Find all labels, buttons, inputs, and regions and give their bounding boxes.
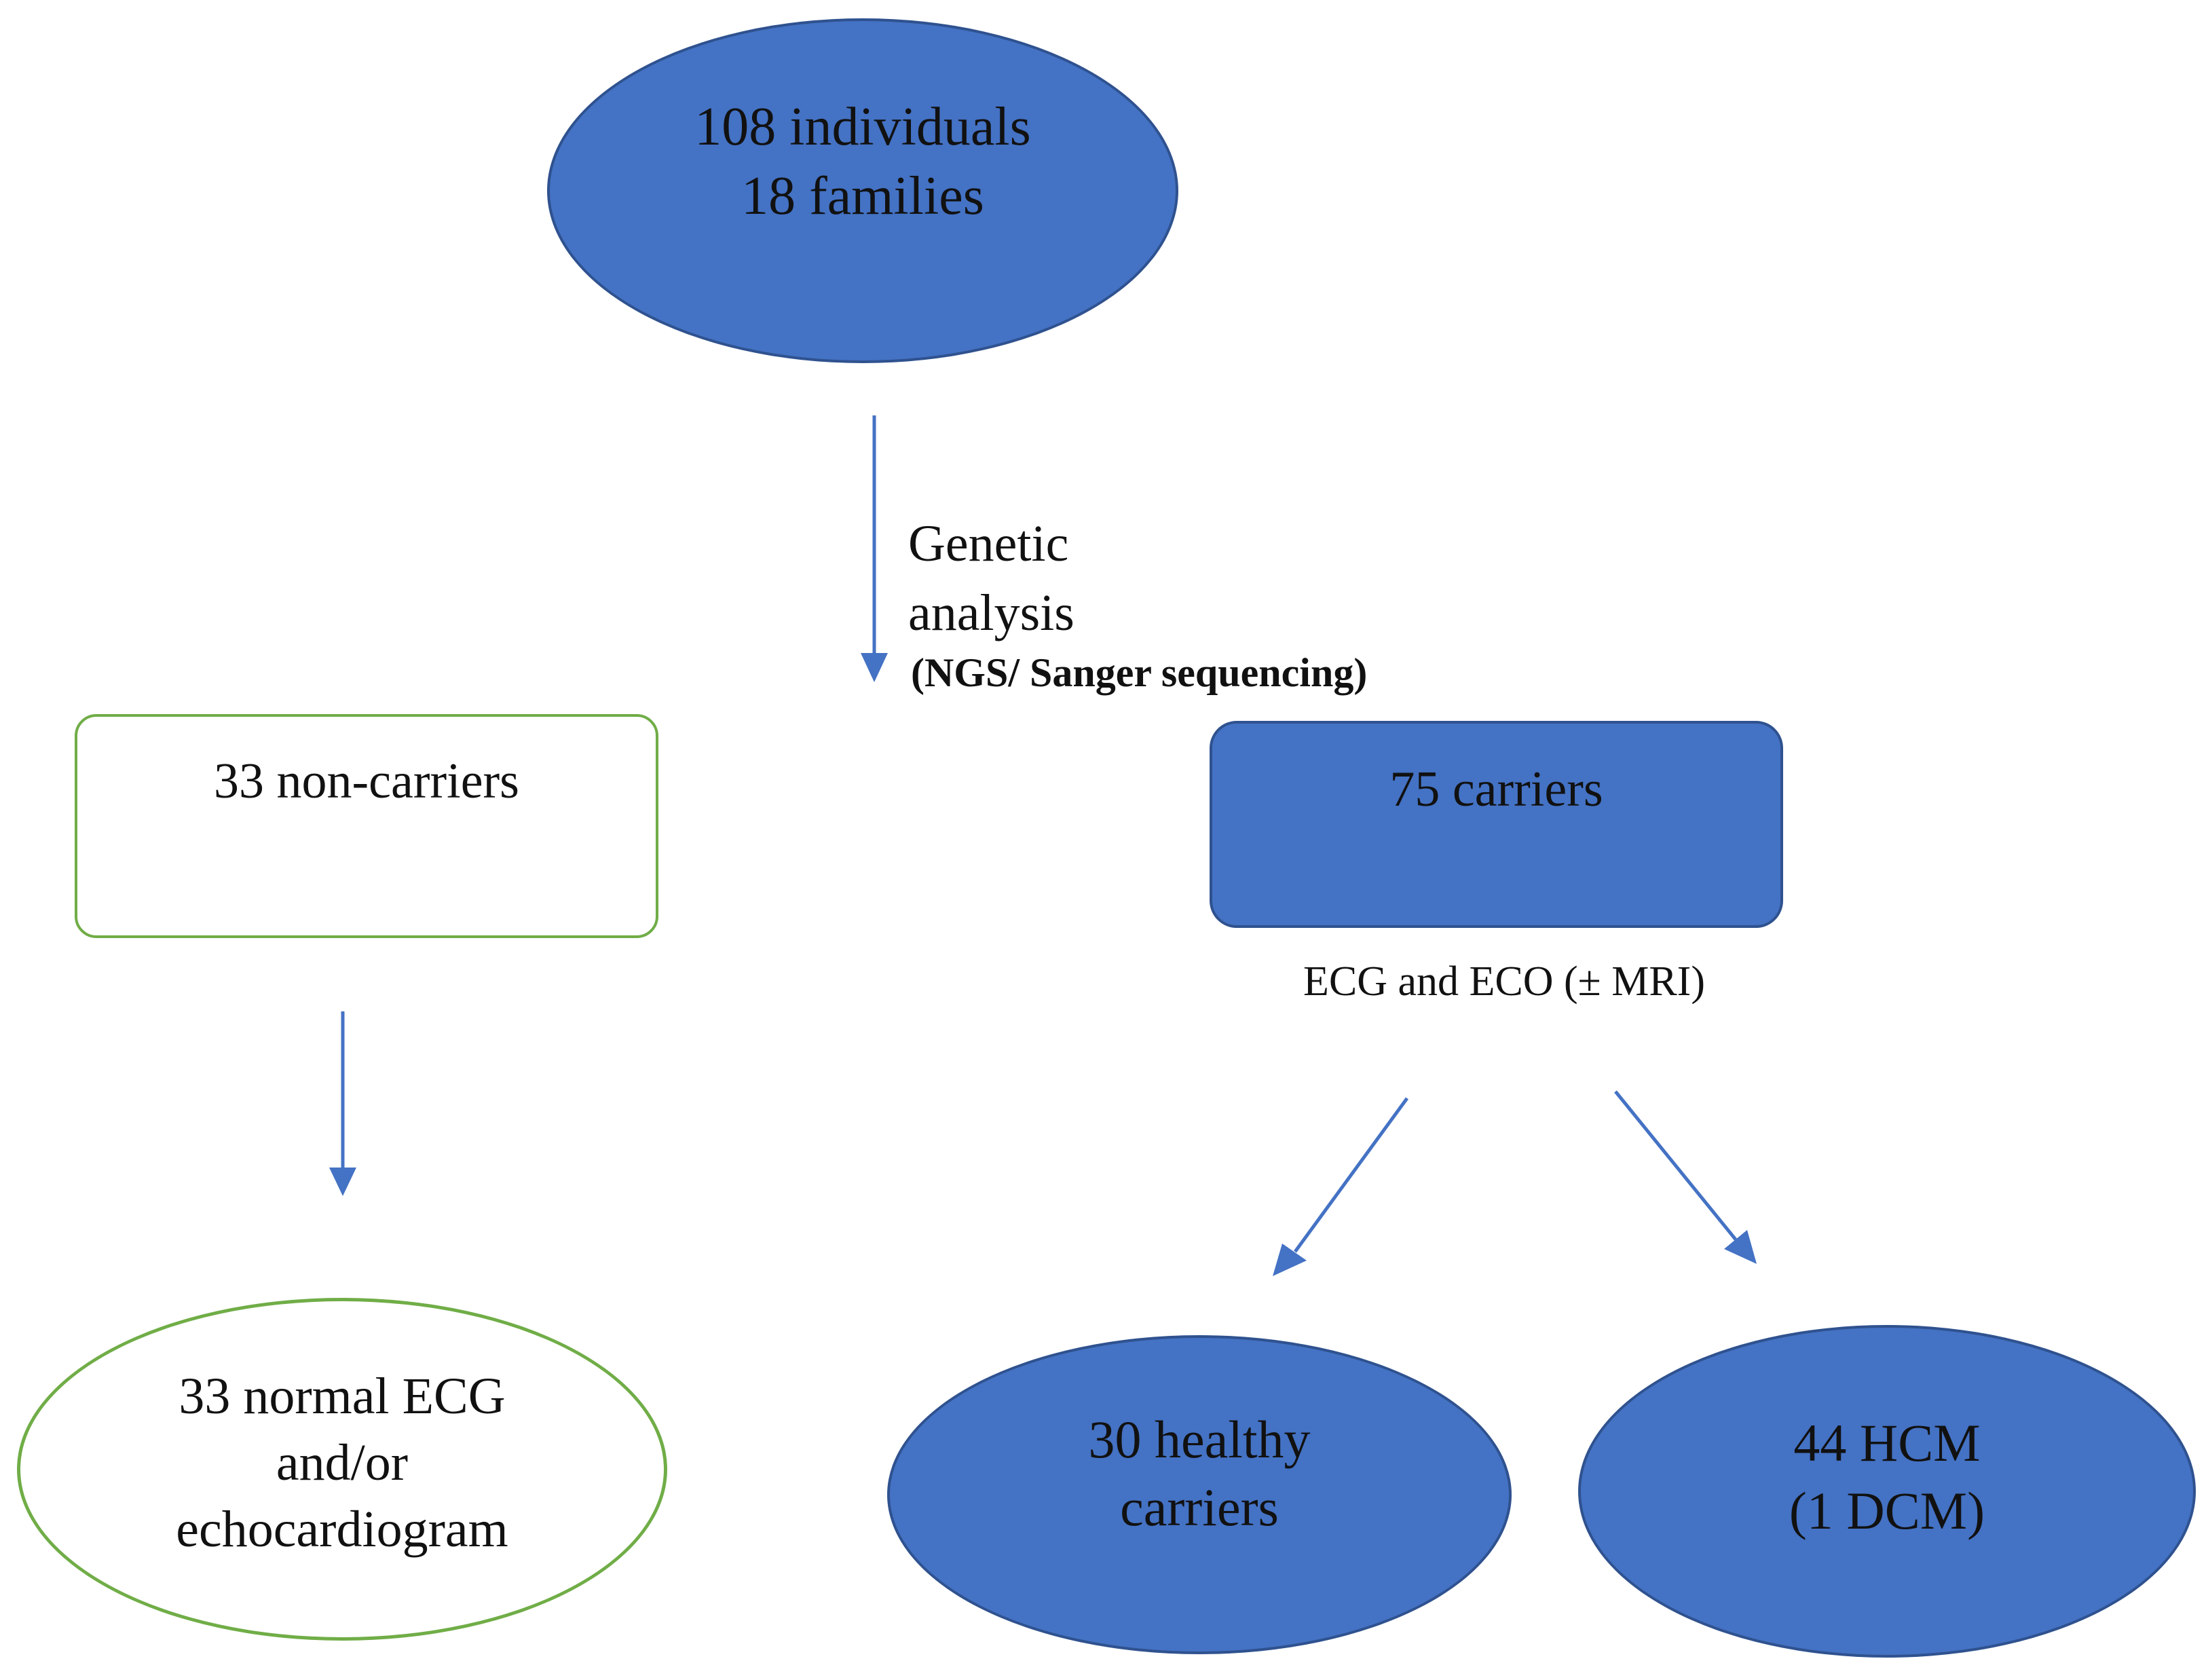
genetic-analysis-label: Genetic analysis [908,509,1074,648]
genetic-analysis-line-2: analysis [908,584,1074,641]
arrow-carriers-to-healthy [1273,1097,1409,1276]
non-carriers-node: 33 non-carriers [75,714,658,938]
exams-label: ECG and ECO (± MRI) [1303,958,1705,1005]
healthy-line-2: carriers [1120,1478,1279,1537]
non-carriers-label: 33 non-carriers [214,753,519,809]
hcm-node: 44 HCM (1 DCM) [1578,1325,2196,1658]
arrow-population-to-genetic-analysis [861,415,888,682]
carriers-node: 75 carriers [1210,721,1783,928]
genetic-analysis-line-1: Genetic [908,515,1069,572]
population-families: 18 families [741,166,984,226]
carriers-label: 75 carriers [1389,762,1603,817]
hcm-line-2: (1 DCM) [1789,1481,1985,1540]
arrow-noncarriers-to-normal [329,1011,356,1196]
normal-line-3: echocardiogram [176,1500,508,1558]
normal-line-1: 33 normal ECG [179,1367,506,1425]
population-individuals: 108 individuals [694,97,1031,157]
healthy-carriers-node: 30 healthy carriers [887,1335,1512,1654]
sequencing-method-label: (NGS/ Sanger sequencing) [911,650,1368,695]
normal-line-2: and/or [276,1434,409,1491]
population-node: 108 individuals 18 families [547,18,1178,363]
arrow-carriers-to-hcm [1614,1090,1757,1264]
normal-ecg-node: 33 normal ECG and/or echocardiogram [17,1298,667,1641]
hcm-line-1: 44 HCM [1793,1413,1981,1472]
healthy-line-1: 30 healthy [1088,1410,1311,1469]
